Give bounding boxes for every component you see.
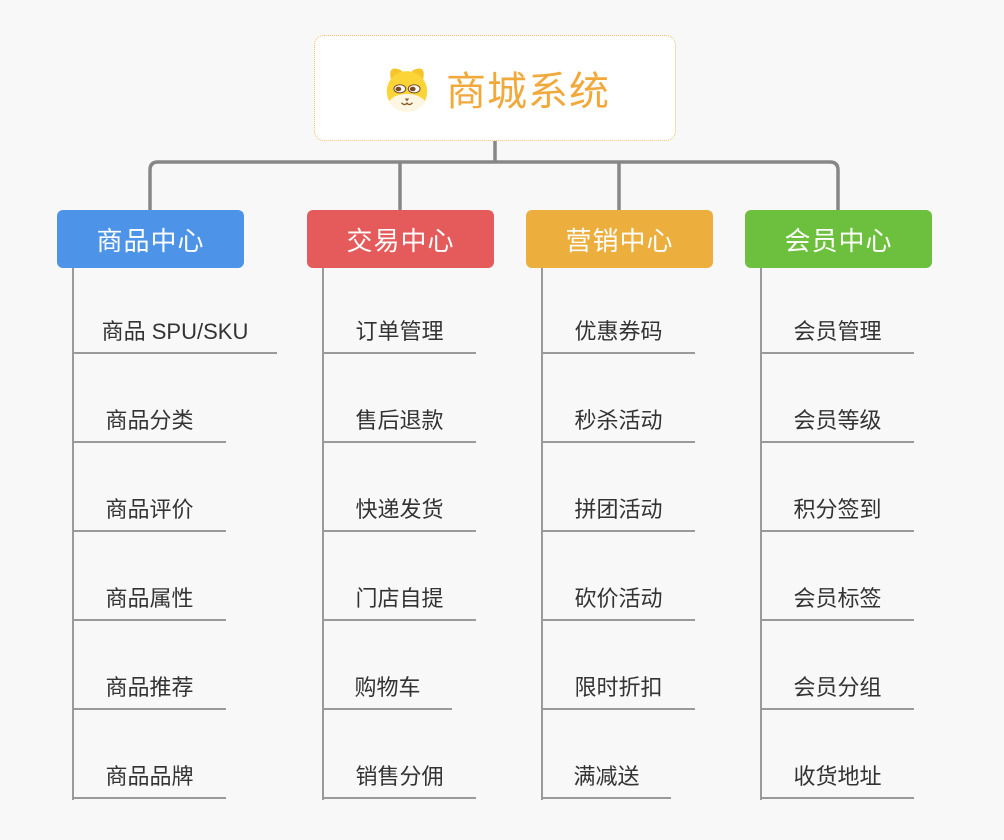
branch-label: 交易中心	[346, 225, 455, 256]
topic-store-pickup[interactable]: 门店自提	[323, 581, 476, 621]
topic-order-management[interactable]: 订单管理	[323, 314, 476, 354]
root-node[interactable]: 商城系统	[314, 35, 676, 141]
topic-product-brand[interactable]: 商品品牌	[73, 759, 226, 799]
topic-bargain-activity[interactable]: 砍价活动	[542, 581, 695, 621]
branch-node-product-center[interactable]: 商品中心	[57, 210, 244, 268]
topic-after-sale-refund[interactable]: 售后退款	[323, 403, 476, 443]
branch-label: 营销中心	[565, 225, 674, 256]
topic-product-review[interactable]: 商品评价	[73, 492, 226, 532]
topic-member-group[interactable]: 会员分组	[761, 670, 914, 710]
dog-face-icon	[386, 68, 428, 112]
topic-product-spu-sku[interactable]: 商品 SPU/SKU	[73, 314, 277, 354]
topic-member-management[interactable]: 会员管理	[761, 314, 914, 354]
main-connector-lines	[148, 140, 840, 210]
topic-points-checkin[interactable]: 积分签到	[761, 492, 914, 532]
branch-node-marketing-center[interactable]: 营销中心	[526, 210, 713, 268]
topic-member-tag[interactable]: 会员标签	[761, 581, 914, 621]
branch-node-trade-center[interactable]: 交易中心	[307, 210, 494, 268]
topic-flash-sale[interactable]: 秒杀活动	[542, 403, 695, 443]
branch-node-member-center[interactable]: 会员中心	[745, 210, 932, 268]
topic-coupon-code[interactable]: 优惠券码	[542, 314, 695, 354]
topic-full-reduction[interactable]: 满减送	[542, 759, 671, 799]
root-label: 商城系统	[446, 70, 610, 114]
branch-label: 商品中心	[96, 225, 205, 256]
topic-shopping-cart[interactable]: 购物车	[323, 670, 452, 710]
topic-product-attribute[interactable]: 商品属性	[73, 581, 226, 621]
topic-limited-time-discount[interactable]: 限时折扣	[542, 670, 695, 710]
topic-express-delivery[interactable]: 快递发货	[323, 492, 476, 532]
branch-label: 会员中心	[784, 225, 893, 256]
topic-product-recommend[interactable]: 商品推荐	[73, 670, 226, 710]
topic-member-level[interactable]: 会员等级	[761, 403, 914, 443]
topic-product-category[interactable]: 商品分类	[73, 403, 226, 443]
topic-sales-commission[interactable]: 销售分佣	[323, 759, 476, 799]
topic-group-buy[interactable]: 拼团活动	[542, 492, 695, 532]
topic-shipping-address[interactable]: 收货地址	[761, 759, 914, 799]
